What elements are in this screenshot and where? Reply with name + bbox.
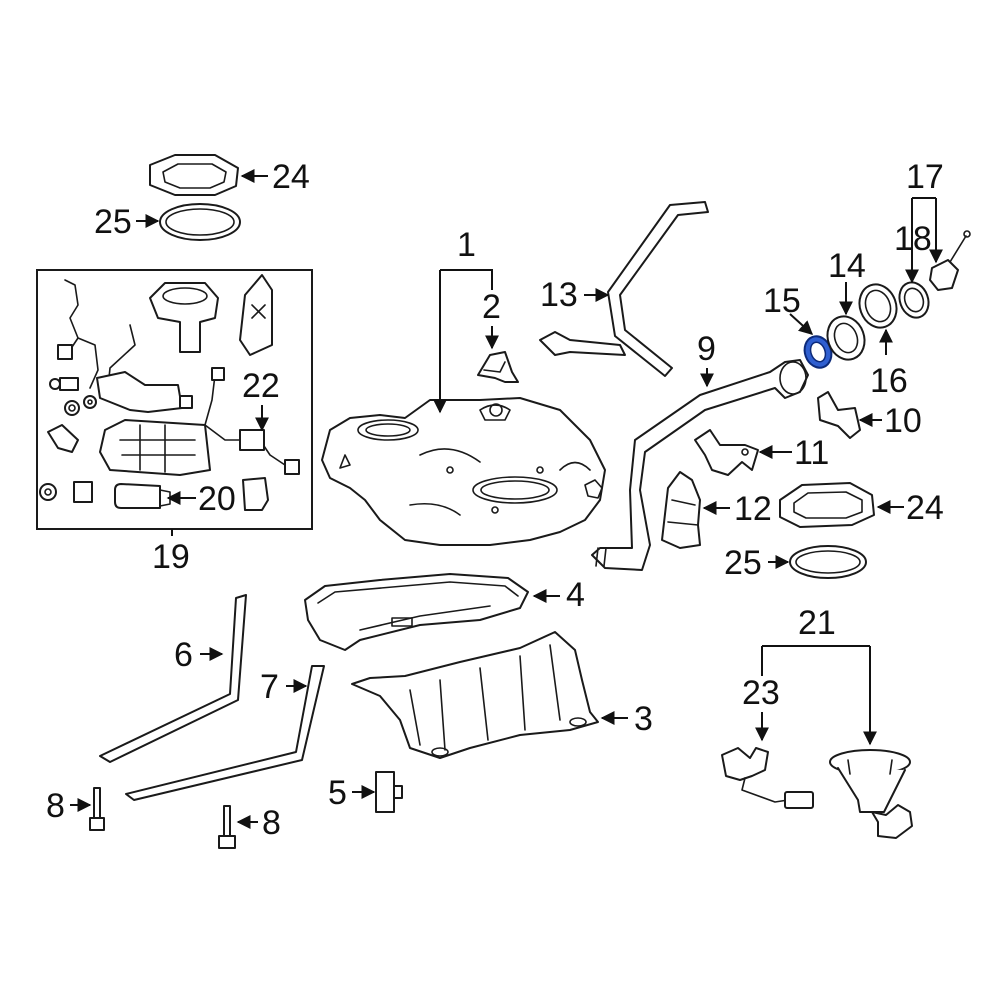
- part-8-bolt-left[interactable]: [89, 787, 105, 831]
- callout-8-left: 8: [46, 787, 65, 825]
- part-24-upper-gasket[interactable]: [149, 154, 239, 196]
- part-19-pump-kit-box[interactable]: [36, 269, 313, 530]
- part-3-heat-shield[interactable]: [351, 631, 599, 759]
- part-1-fuel-tank[interactable]: [321, 397, 606, 546]
- part-11-bracket[interactable]: [694, 429, 759, 476]
- callout-8-right: 8: [262, 804, 281, 842]
- callout-6: 6: [174, 636, 193, 674]
- part-2-tank-bracket[interactable]: [477, 351, 519, 383]
- part-16-gasket-ring[interactable]: [854, 279, 903, 333]
- callout-25-top: 25: [94, 203, 132, 241]
- callout-12: 12: [734, 490, 772, 528]
- part-6-tank-strap[interactable]: [99, 594, 247, 763]
- callout-4: 4: [566, 576, 585, 614]
- callout-24-right: 24: [906, 489, 944, 527]
- part-21-fuel-pump-module[interactable]: [829, 749, 913, 839]
- part-23-level-sender[interactable]: [721, 747, 814, 809]
- callout-18: 18: [894, 220, 932, 258]
- part-9-filler-pipe[interactable]: [591, 359, 809, 571]
- part-8-bolt-right[interactable]: [218, 805, 236, 849]
- part-25-upper-ring[interactable]: [159, 203, 241, 241]
- callout-13: 13: [540, 276, 578, 314]
- callout-1: 1: [457, 226, 476, 264]
- callout-24-top: 24: [272, 158, 310, 196]
- part-13-vent-tube[interactable]: [539, 201, 709, 377]
- callout-11: 11: [794, 434, 829, 472]
- callout-7: 7: [260, 668, 279, 706]
- callout-15: 15: [763, 282, 801, 320]
- callout-2: 2: [482, 288, 501, 326]
- callout-25-right: 25: [724, 544, 762, 582]
- callout-19: 19: [152, 538, 190, 576]
- callout-23: 23: [742, 674, 780, 712]
- leader-1-bracket: [440, 269, 493, 290]
- callout-14: 14: [828, 247, 866, 285]
- part-24-lower-gasket[interactable]: [779, 482, 875, 528]
- callout-17: 17: [906, 158, 944, 196]
- callout-20: 20: [198, 480, 236, 518]
- part-12-filler-protector[interactable]: [661, 471, 701, 549]
- part-4-tank-protector[interactable]: [304, 573, 529, 651]
- part-18-filler-cap-ring[interactable]: [895, 278, 934, 321]
- callout-21: 21: [798, 604, 836, 642]
- callout-16: 16: [870, 362, 908, 400]
- callout-5: 5: [328, 774, 347, 812]
- callout-9: 9: [697, 330, 716, 368]
- callout-22: 22: [242, 367, 280, 405]
- part-5-cushion[interactable]: [375, 771, 403, 813]
- part-25-lower-ring[interactable]: [789, 545, 867, 579]
- callout-3: 3: [634, 700, 653, 738]
- leader-15: [789, 313, 814, 335]
- callout-10: 10: [884, 402, 922, 440]
- part-17-fuel-cap[interactable]: [929, 230, 971, 291]
- part-7-tank-strap[interactable]: [125, 665, 325, 801]
- part-14-filler-housing[interactable]: [822, 311, 871, 365]
- part-10-filler-bracket[interactable]: [817, 391, 861, 439]
